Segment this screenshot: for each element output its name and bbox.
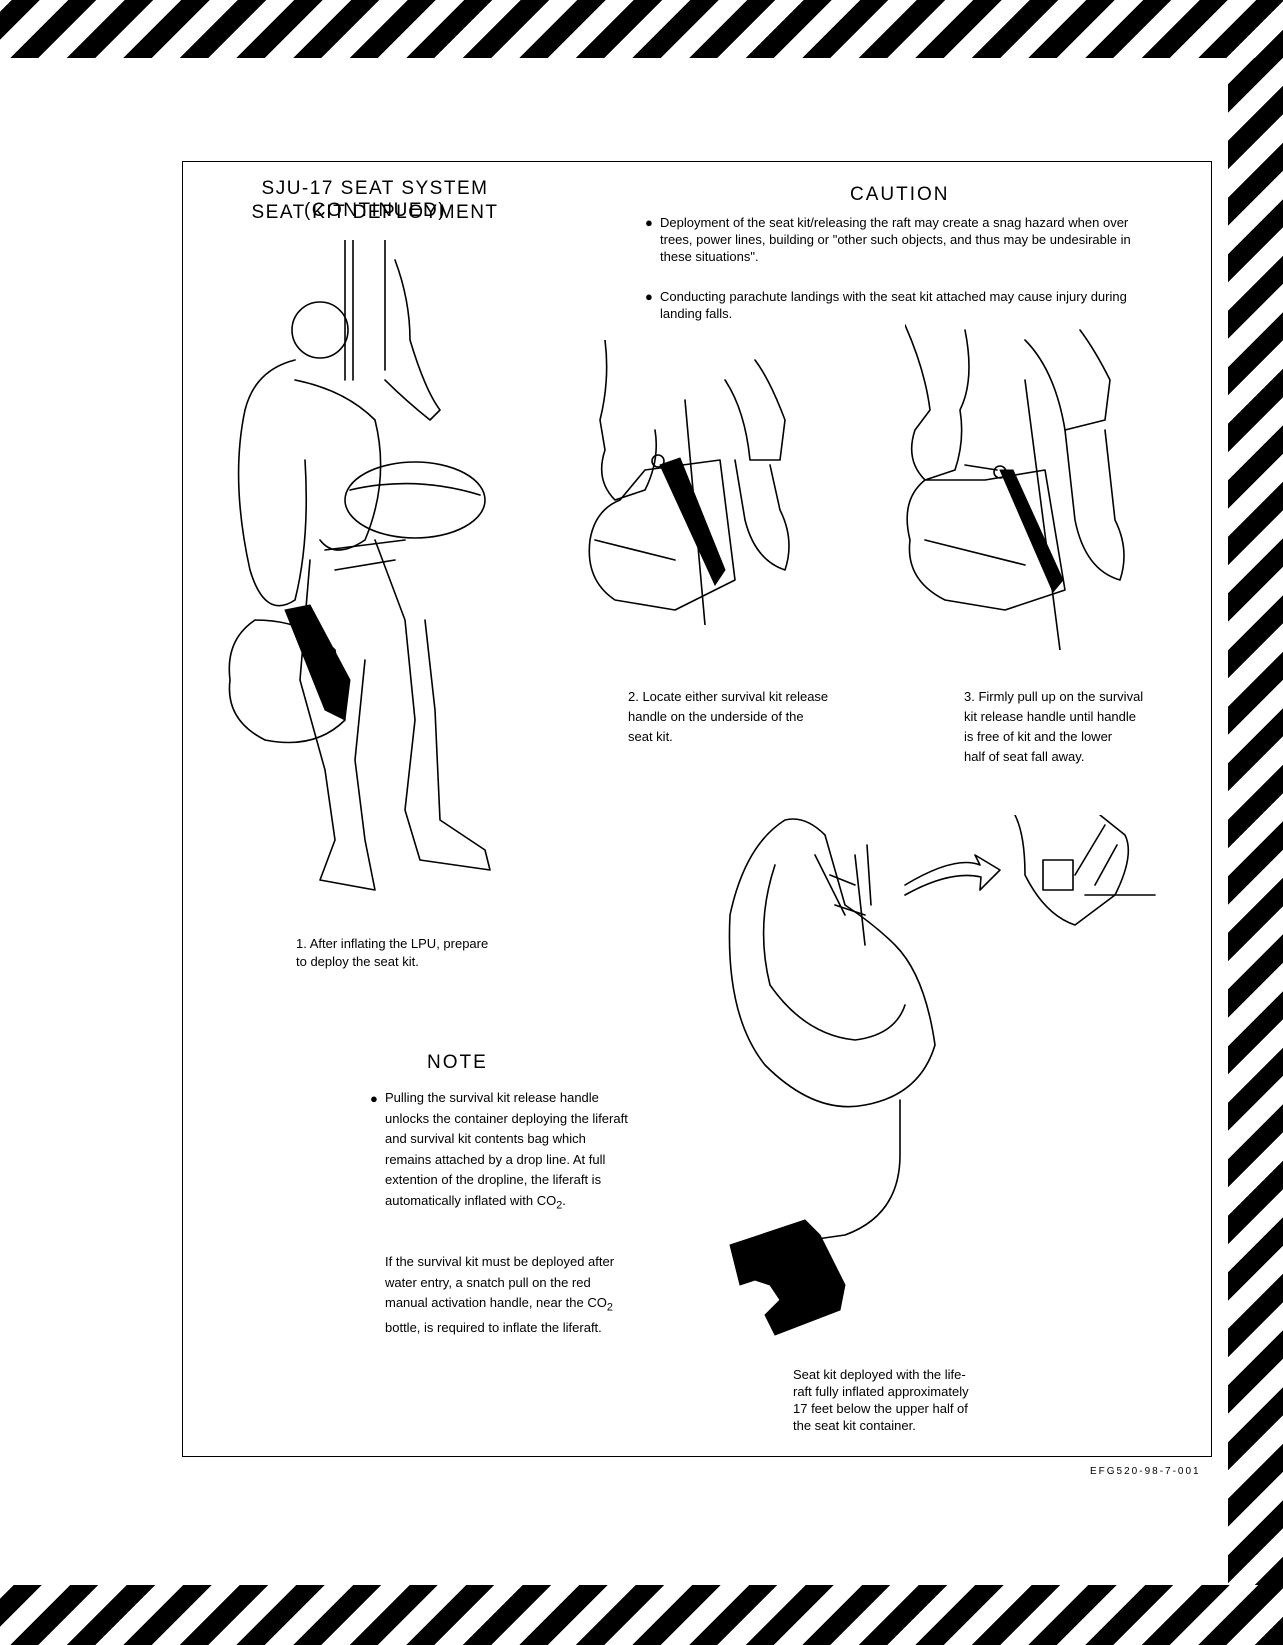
bullet-icon: ● — [370, 1091, 378, 1106]
release-handle-pull-illustration — [905, 320, 1135, 650]
note-paragraph-2: If the survival kit must be deployed aft… — [385, 1254, 615, 1336]
aircrew-parachute-illustration — [225, 240, 525, 910]
step-1-text: 1. After inflating the LPU, prepare to d… — [296, 936, 489, 969]
bullet-icon: ● — [645, 215, 653, 230]
note-heading: NOTE — [427, 1052, 488, 1073]
release-handle-locate-illustration — [585, 340, 795, 625]
page-subtitle: SEAT KIT DEPLOYMENT — [251, 202, 499, 223]
caution-item-1: ● Deployment of the seat kit/releasing t… — [645, 215, 1131, 264]
caution-heading: CAUTION — [850, 184, 950, 205]
step-2-text: 2. Locate either survival kit release ha… — [628, 689, 829, 744]
page-title: SJU-17 SEAT SYSTEM (CONTINUED) — [261, 178, 489, 221]
figure-id: EFG520-98-7-001 — [1090, 1466, 1201, 1477]
step-3-text: 3. Firmly pull up on the survival kit re… — [964, 689, 1144, 764]
page-frame — [182, 161, 1212, 1457]
caution-item-2: ● Conducting parachute landings with the… — [645, 289, 1127, 321]
deployed-liferaft-illustration — [725, 815, 1170, 1355]
deployed-caption: Seat kit deployed with the life- raft fu… — [793, 1367, 969, 1433]
hazard-stripe-top — [0, 0, 1283, 58]
hazard-stripe-bottom — [0, 1585, 1283, 1645]
note-paragraph-1: ● Pulling the survival kit release handl… — [370, 1090, 628, 1212]
hazard-stripe-right — [1228, 58, 1283, 1585]
bullet-icon: ● — [645, 289, 653, 304]
